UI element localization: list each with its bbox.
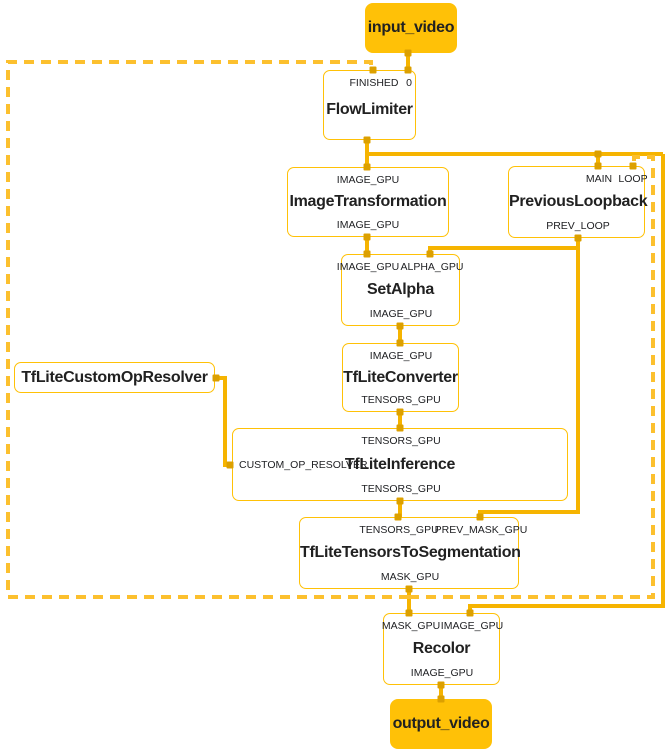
port-label-image-gpu-in: IMAGE_GPU xyxy=(440,620,504,632)
node-flow-limiter[interactable]: FINISHED 0 FlowLimiter xyxy=(323,70,416,140)
port-label-custom-op-resolver: CUSTOM_OP_RESOLVER xyxy=(239,458,368,471)
port-label-0: 0 xyxy=(406,77,412,89)
port-label-prev-mask-gpu-in: PREV_MASK_GPU xyxy=(434,524,528,536)
port-label-mask-gpu-out: MASK_GPU xyxy=(380,571,440,583)
node-tflite-inference[interactable]: TENSORS_GPU CUSTOM_OP_RESOLVER TfLiteInf… xyxy=(232,428,568,501)
port-label-prev-loop: PREV_LOOP xyxy=(546,220,610,232)
port-label-finished: FINISHED xyxy=(349,77,399,89)
back-edge-mask-to-previousloopback-loop xyxy=(409,155,655,599)
node-tflite-converter[interactable]: IMAGE_GPU TfLiteConverter TENSORS_GPU xyxy=(342,343,459,412)
node-title: PreviousLoopback xyxy=(509,193,648,210)
node-recolor[interactable]: MASK_GPU IMAGE_GPU Recolor IMAGE_GPU xyxy=(381,613,504,685)
port-label-loop: LOOP xyxy=(618,173,648,185)
node-title: input_video xyxy=(367,19,455,36)
node-title: TfLiteInference xyxy=(344,455,456,473)
node-tflite-tensors-to-segmentation[interactable]: TENSORS_GPU PREV_MASK_GPU TfLiteTensorsT… xyxy=(299,517,527,589)
port-label-image-gpu-in: IMAGE_GPU xyxy=(336,174,400,186)
node-title: ImageTransformation xyxy=(289,193,447,210)
node-output-video[interactable]: output_video xyxy=(390,699,492,749)
node-set-alpha[interactable]: IMAGE_GPU ALPHA_GPU SetAlpha IMAGE_GPU xyxy=(337,254,464,326)
node-previous-loopback[interactable]: MAIN LOOP PreviousLoopback PREV_LOOP xyxy=(508,166,648,238)
port-label-tensors-gpu-out: TENSORS_GPU xyxy=(361,483,441,495)
port-label-tensors-gpu-in: TENSORS_GPU xyxy=(361,435,441,447)
node-title: output_video xyxy=(392,715,490,732)
edge-resolver-to-inference xyxy=(216,376,231,467)
node-title: FlowLimiter xyxy=(326,101,413,119)
node-title: TfLiteCustomOpResolver xyxy=(21,368,208,386)
port-label-tensors-gpu-in: TENSORS_GPU xyxy=(359,524,439,536)
edge-prevloop-to-setalpha-alpha xyxy=(428,236,580,256)
port-label-mask-gpu-in: MASK_GPU xyxy=(381,620,441,632)
port-label-tensors-gpu-out: TENSORS_GPU xyxy=(361,394,441,406)
node-title: SetAlpha xyxy=(367,281,434,298)
node-title: TfLiteConverter xyxy=(343,368,458,386)
node-title: TfLiteTensorsToSegmentation xyxy=(300,544,521,561)
node-title: Recolor xyxy=(412,640,471,657)
port-label-alpha-gpu-in: ALPHA_GPU xyxy=(400,261,464,273)
node-input-video[interactable]: input_video xyxy=(365,3,457,53)
node-tflite-custom-op-resolver[interactable]: TfLiteCustomOpResolver xyxy=(14,362,215,393)
port-label-image-gpu-out: IMAGE_GPU xyxy=(410,667,474,679)
port-label-image-gpu-out: IMAGE_GPU xyxy=(369,308,433,320)
port-label-main: MAIN xyxy=(585,173,613,185)
back-edge-mask-to-flowlimiter-finished xyxy=(6,60,409,599)
port-label-image-gpu-out: IMAGE_GPU xyxy=(336,219,400,231)
node-image-transformation[interactable]: IMAGE_GPU ImageTransformation IMAGE_GPU xyxy=(287,167,449,237)
port-label-image-gpu-in: IMAGE_GPU xyxy=(369,350,433,362)
port-label-image-gpu-in: IMAGE_GPU xyxy=(336,261,400,273)
